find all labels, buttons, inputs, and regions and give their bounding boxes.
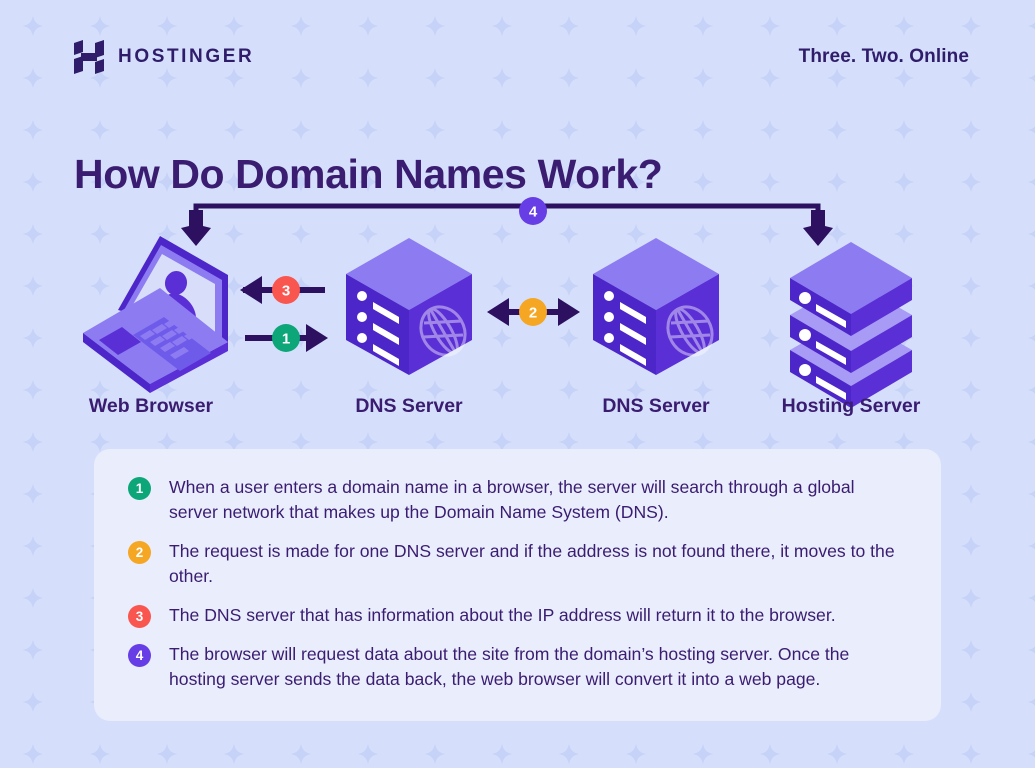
legend-badge-3: 3	[128, 605, 151, 628]
legend-badge-1: 1	[128, 477, 151, 500]
legend-badge-4: 4	[128, 644, 151, 667]
connection-step-4-arrow: 4	[181, 197, 833, 246]
diagram-node-labels: Web Browser DNS Server DNS Server Hostin…	[0, 395, 1035, 423]
node-label-dns-server-1: DNS Server	[355, 395, 463, 417]
list-item: 3 The DNS server that has information ab…	[94, 603, 941, 628]
brand-logo-text: HOSTINGER	[118, 46, 255, 67]
connection-step-3-arrow: 3	[240, 276, 325, 304]
page-header: HOSTINGER Three. Two. Online	[0, 40, 1035, 90]
hostinger-h-logo-icon	[74, 40, 104, 74]
legend-text-3: The DNS server that has information abou…	[169, 605, 836, 625]
page-title: How Do Domain Names Work?	[74, 151, 663, 198]
node-label-hosting-server: Hosting Server	[781, 395, 921, 417]
legend-text-4: The browser will request data about the …	[169, 644, 850, 689]
brand-tagline: Three. Two. Online	[798, 46, 969, 67]
svg-text:3: 3	[282, 283, 290, 300]
server-cube-icon-1	[346, 238, 472, 375]
svg-text:1: 1	[282, 331, 290, 348]
node-label-web-browser: Web Browser	[88, 395, 214, 417]
laptop-icon	[83, 236, 228, 393]
connection-step-1-arrow: 1	[245, 324, 328, 352]
svg-text:2: 2	[529, 305, 537, 322]
legend-text-2: The request is made for one DNS server a…	[169, 541, 895, 586]
legend-badge-2: 2	[128, 541, 151, 564]
domain-flow-diagram: 4	[83, 197, 912, 408]
server-cube-icon-2	[593, 238, 719, 375]
list-item: 2 The request is made for one DNS server…	[94, 539, 941, 589]
server-stack-icon	[790, 242, 912, 408]
legend-list: 1 When a user enters a domain name in a …	[94, 449, 941, 706]
svg-text:4: 4	[529, 204, 538, 221]
brand-logo[interactable]: HOSTINGER	[74, 40, 254, 74]
connection-step-2-arrow: 2	[487, 298, 580, 326]
list-item: 4 The browser will request data about th…	[94, 642, 941, 692]
legend-text-1: When a user enters a domain name in a br…	[169, 477, 855, 522]
list-item: 1 When a user enters a domain name in a …	[94, 475, 941, 525]
node-label-dns-server-2: DNS Server	[602, 395, 710, 417]
